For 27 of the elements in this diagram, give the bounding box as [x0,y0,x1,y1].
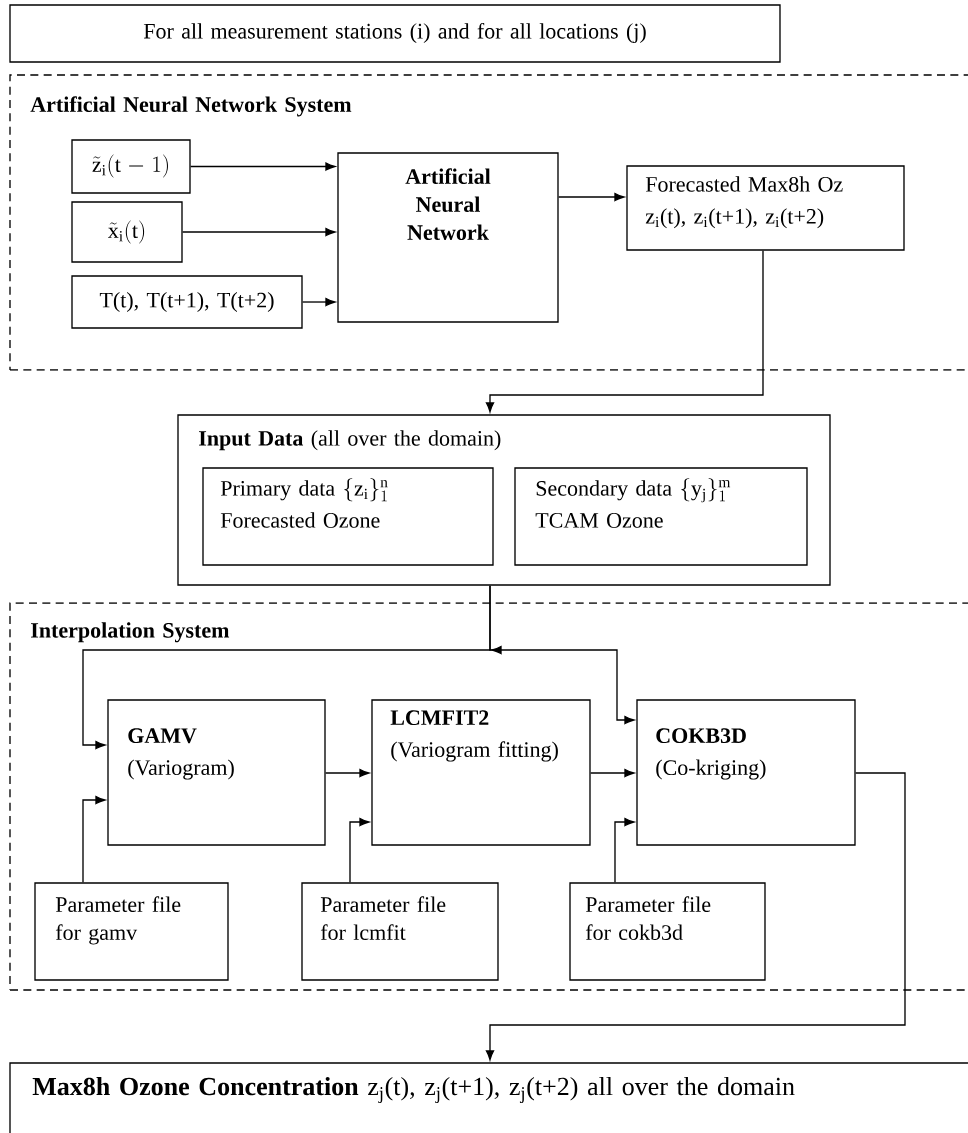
input-box: $\tilde{\mathrm{x}}_{\mathrm{i}}(\mathrm{t})$ [71,201,183,263]
process-box: COKB3D (Co-kriging) [636,699,856,846]
arrow [182,227,336,237]
heading-box: For all measurement stations (i) and for all locations (j) [9,4,781,63]
file-box: Parameter file for cokb3d [569,882,766,981]
arrow [190,162,336,171]
arrow [558,192,625,202]
result-box: Max8h Ozone Concentration z$_{j}$(t), z$_{j}$(t+1), z$_{j}$(t+2) all over the domain [9,1062,968,1133]
arrow [590,768,635,778]
input-box: $\tilde{\mathrm{z}}_{\mathrm{i}}(\mathrm{t}-1)$ [71,139,191,194]
arrow [489,585,635,725]
data-box: Secondary data $\{\mathrm{y}_{\mathrm{j}}\}_{1}^{\mathrm{m}}$ TCAM Ozone [514,467,808,566]
arrow [349,817,370,883]
arrow [485,250,764,413]
process-box: LCMFIT2 (Variogram fitting) [371,699,591,846]
arrow [302,297,336,307]
process-box: GAMV (Variogram) [107,699,326,846]
network-box: Artificial Neural Network [337,152,559,323]
file-box: Parameter file for gamv [34,882,229,981]
file-box: Parameter file for lcmfit [301,882,499,981]
arrow [614,817,635,883]
arrow [325,768,370,778]
input-box: T(t), T(t+1), T(t+2) [71,275,303,329]
arrow [82,795,106,883]
output-box: Forecasted Max8h Oz z$_{i}$(t), z$_{i}$(t+1), z$_{i}$(t+2) [626,165,905,251]
arrow [485,772,906,1061]
data-box: Primary data $\{\mathrm{z}_{\mathrm{i}}\}_{1}^{\mathrm{n}}$ Forecasted Ozone [202,467,494,566]
